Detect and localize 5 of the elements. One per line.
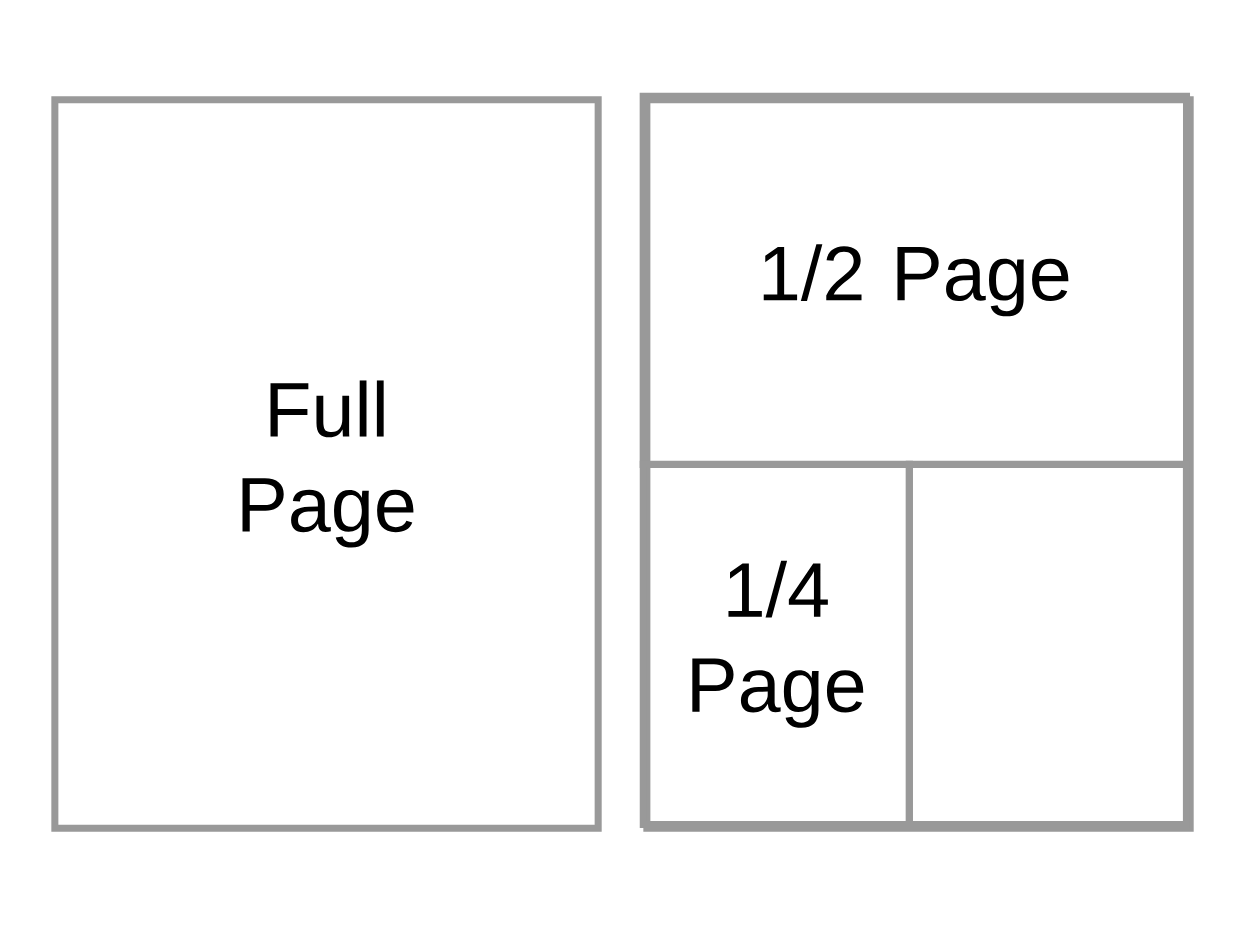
- page-area-box: 1/2 Page: [639, 92, 1191, 468]
- page-layout-frame: [643, 96, 1194, 832]
- page-area-box: Full Page: [51, 96, 602, 832]
- empty-page-area: [905, 460, 1190, 828]
- page-area-box: 1/4 Page: [639, 460, 913, 828]
